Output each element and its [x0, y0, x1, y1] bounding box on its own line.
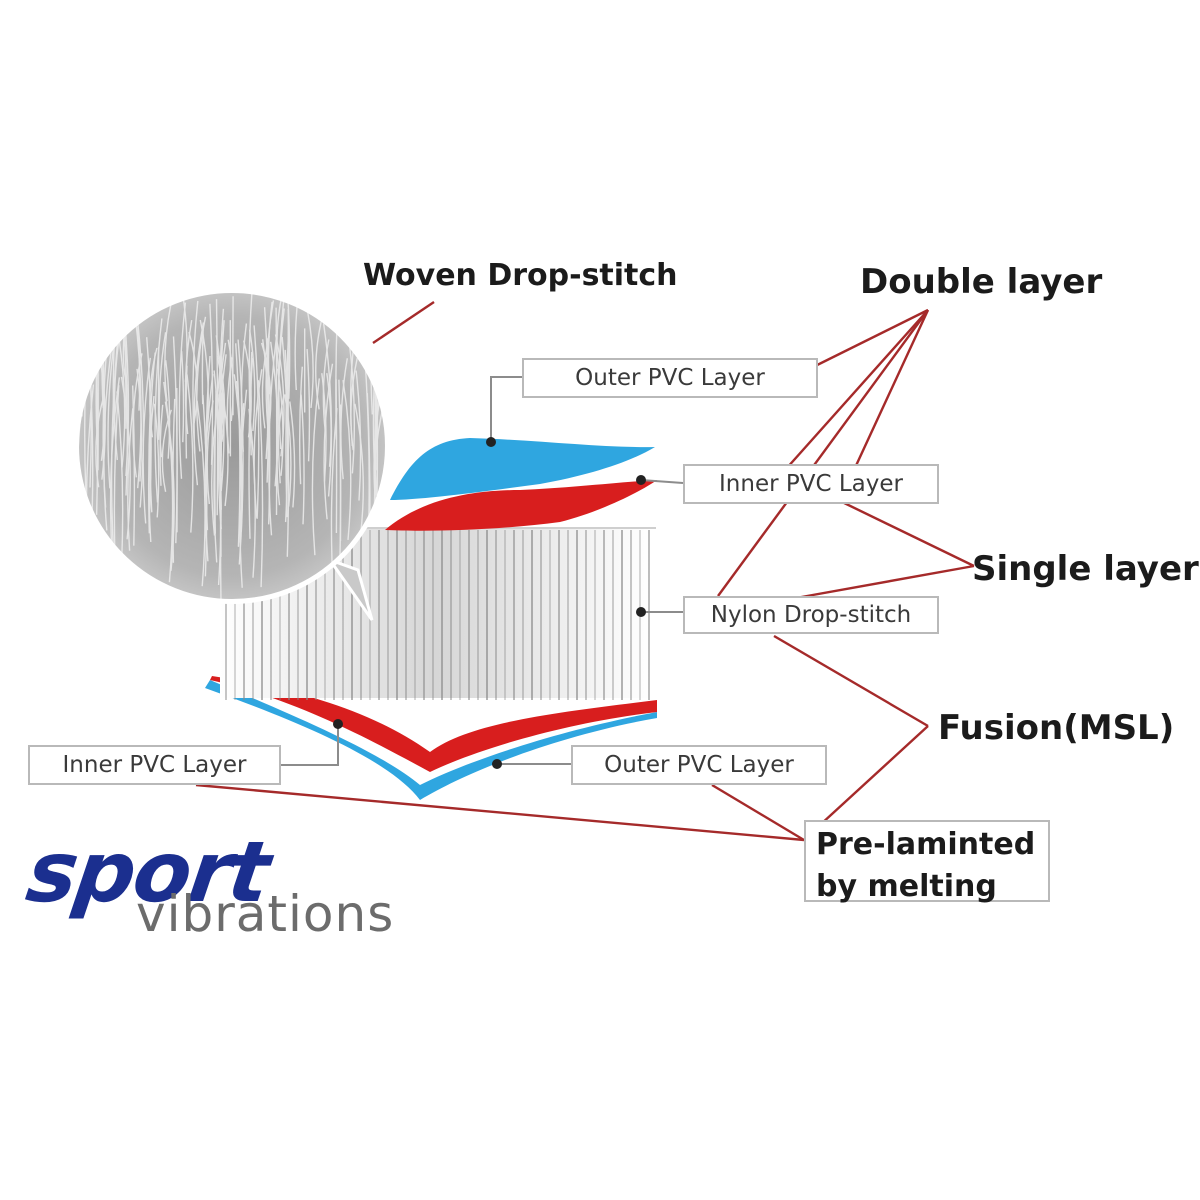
- fiber-strand: [267, 301, 273, 395]
- fiber-strand: [215, 335, 225, 491]
- fiber-strand: [218, 342, 227, 476]
- fiber-strand: [122, 325, 129, 496]
- top-inner-pvc-layer: [385, 480, 657, 531]
- pre-laminated-line1: Pre-lamin­ted: [816, 827, 1036, 862]
- fiber-strand: [142, 357, 151, 524]
- top-outer-pvc-layer: [390, 438, 655, 500]
- double-layer-label: Double layer: [860, 262, 1103, 302]
- fiber-strand: [206, 400, 214, 505]
- fiber-strand: [237, 339, 244, 532]
- fiber-strand: [277, 308, 285, 484]
- woven-drop-stitch-label: Woven Drop-stitch: [363, 258, 678, 293]
- fiber-strand: [165, 360, 171, 459]
- fiber-strand: [248, 351, 253, 539]
- fiber-strand: [311, 378, 320, 556]
- fiber-strand: [158, 332, 167, 458]
- fiber-strand: [248, 329, 256, 432]
- fiber-strand: [202, 394, 208, 577]
- logo-vibrations-wordmark: vibrations: [136, 885, 395, 943]
- fiber-strand: [235, 380, 243, 543]
- fiber-strand: [321, 373, 327, 482]
- inner-pvc-layer-bottom-box: Inner PVC Layer: [28, 745, 281, 785]
- fiber-strand: [285, 325, 290, 518]
- fiber-strand: [132, 385, 136, 546]
- fiber-strand: [300, 394, 305, 525]
- fiber-strand: [382, 290, 387, 385]
- fiber-strand: [184, 319, 193, 435]
- sport-vibrations-logo: sport vibrations: [21, 823, 488, 943]
- fiber-strand: [257, 380, 264, 588]
- fiber-strand: [161, 409, 172, 492]
- pre-laminated-line2: by melting: [816, 869, 997, 904]
- fiber-strand: [153, 403, 160, 518]
- fiber-strand: [276, 368, 284, 476]
- fiber-strand: [96, 320, 99, 471]
- fiber-strand: [342, 379, 352, 540]
- fiber-strand: [178, 302, 187, 479]
- fiber-strand: [354, 403, 364, 538]
- connector-dots: [333, 437, 646, 769]
- fiber-strand: [227, 339, 234, 422]
- fiber-strand: [209, 303, 214, 465]
- fiber-strand: [348, 339, 356, 474]
- fiber-strand: [213, 370, 222, 586]
- fiber-strand: [186, 374, 194, 533]
- fiber-strand: [216, 355, 224, 439]
- fiber-strand: [306, 309, 314, 408]
- fiber-strand: [217, 354, 227, 530]
- outer-pvc-layer-top-box: Outer PVC Layer: [522, 358, 818, 398]
- fiber-strand: [147, 403, 152, 534]
- fiber-strand: [340, 358, 348, 480]
- woven-drop-stitch-magnifier: [74, 288, 390, 621]
- fusion-msl-label: Fusion(MSL): [938, 708, 1175, 748]
- nylon-drop-stitch-box: Nylon Drop-stitch: [683, 596, 939, 634]
- fiber-strand: [249, 358, 254, 456]
- pre-laminated-box: Pre-lamin­ted by melting: [804, 820, 1050, 904]
- fiber-strand: [235, 343, 241, 547]
- fiber-strand: [95, 395, 105, 488]
- single-layer-label: Single layer: [972, 549, 1199, 589]
- fiber-strand: [275, 307, 278, 516]
- fiber-strand: [263, 307, 270, 483]
- fiber-strand: [199, 319, 209, 444]
- fiber-strand: [172, 336, 178, 544]
- fiber-strand: [127, 408, 134, 551]
- fiber-strand: [164, 401, 175, 571]
- fiber-strand: [289, 401, 296, 508]
- fiber-strand: [276, 394, 285, 506]
- fiber-strand: [355, 370, 362, 501]
- fiber-strand: [213, 356, 223, 563]
- fiber-strand: [103, 344, 113, 531]
- fiber-strand: [107, 349, 114, 489]
- fiber-strand: [193, 322, 205, 486]
- fiber-strand: [268, 337, 278, 536]
- fiber-strand: [116, 327, 126, 468]
- fiber-strand: [253, 325, 260, 519]
- outer-pvc-layer-bottom-box: Outer PVC Layer: [571, 745, 827, 785]
- fiber-strand: [164, 304, 172, 402]
- fiber-strand: [326, 372, 332, 467]
- fiber-strand: [306, 349, 311, 462]
- fiber-strand: [149, 347, 158, 438]
- fiber-strand: [298, 366, 303, 485]
- fiber-strand: [180, 351, 185, 443]
- inner-pvc-layer-top-box: Inner PVC Layer: [683, 464, 939, 504]
- connector-lines: [281, 376, 684, 766]
